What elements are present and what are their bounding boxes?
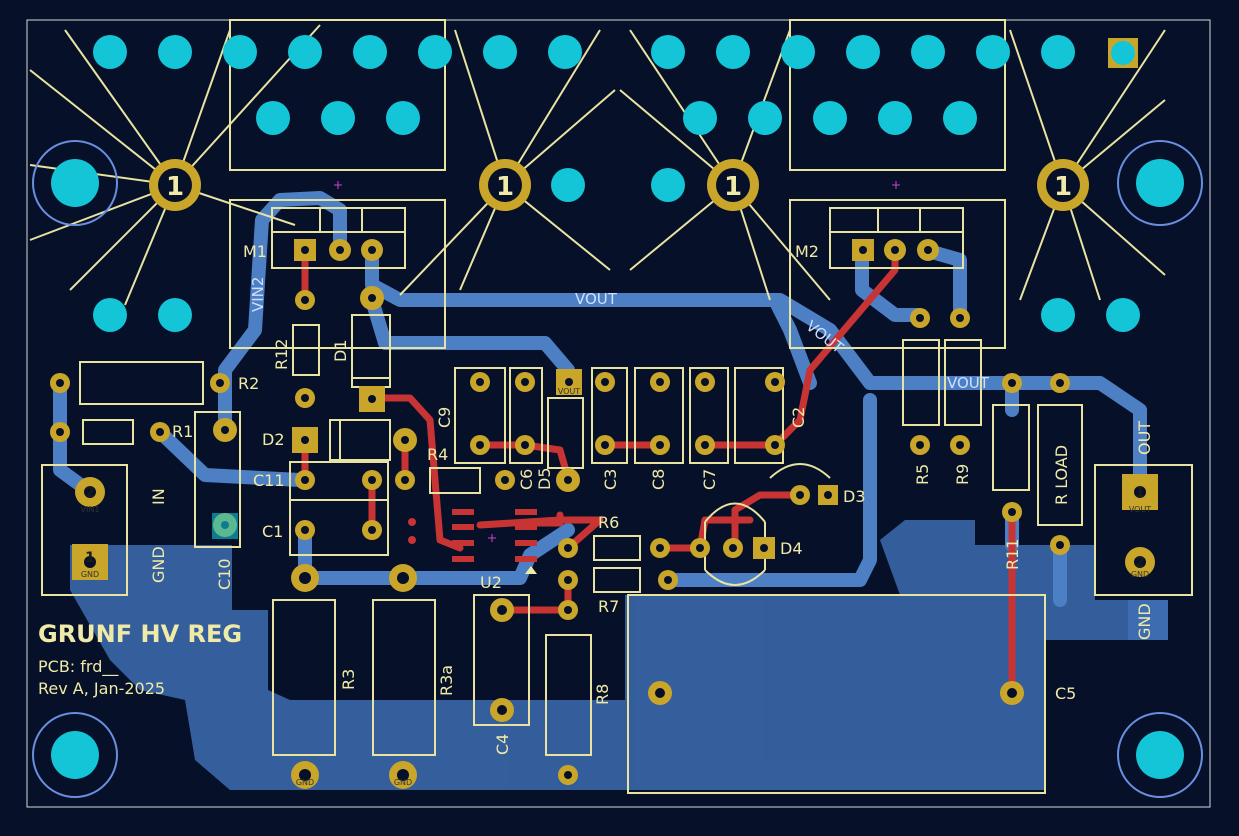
ref-c7: C7 xyxy=(700,469,719,490)
net-label-vin2: VIN2 xyxy=(249,277,267,312)
board-revision: Rev A, Jan-2025 xyxy=(38,679,165,698)
heatsink-pin-label: 1 xyxy=(166,172,184,202)
ref-d2: D2 xyxy=(262,430,285,449)
connector-in-gnd-label: GND xyxy=(149,546,168,583)
pad-net-label: VOUT xyxy=(558,387,580,396)
connector-in-label: IN xyxy=(149,488,168,505)
ref-c3: C3 xyxy=(601,469,620,490)
heatsink-pin-label: 1 xyxy=(1054,172,1072,202)
ref-r8: R8 xyxy=(593,684,612,705)
heatsink-pin-pads xyxy=(149,159,1089,211)
connector-pin-number: 1 xyxy=(1135,485,1145,501)
ref-d4: D4 xyxy=(780,539,803,558)
ref-r3a: R3a xyxy=(437,665,456,696)
ref-d1: D1 xyxy=(331,340,350,363)
ref-r11: R11 xyxy=(1003,539,1022,570)
ref-r1: R1 xyxy=(172,422,193,441)
connector-pin-number: 2 xyxy=(1135,555,1145,571)
ground-pour xyxy=(70,520,1168,790)
connector-out-label: OUT xyxy=(1135,421,1154,455)
net-label-vout: VOUT xyxy=(947,374,990,392)
ref-c10: C10 xyxy=(215,558,234,590)
board-title: GRUNF HV REG xyxy=(38,620,242,648)
ref-c8: C8 xyxy=(649,469,668,490)
ref-rload: R LOAD xyxy=(1052,445,1071,505)
ref-d3: D3 xyxy=(843,487,866,506)
board-credit: PCB: frd__ xyxy=(38,657,119,677)
ref-c9: C9 xyxy=(435,407,454,428)
u2-fiducial xyxy=(408,536,416,544)
connector-pin-number: 1 xyxy=(85,550,95,566)
via-pad-top-right xyxy=(1108,38,1138,68)
heatsink-pin-label: 1 xyxy=(724,172,742,202)
net-label-vout: VOUT xyxy=(575,290,618,308)
component-outlines xyxy=(41,207,1193,794)
pad-net-label: VIN1 xyxy=(81,505,100,514)
connector-pin-number: 2 xyxy=(85,485,95,501)
mounting-holes xyxy=(32,140,1203,798)
ref-r9: R9 xyxy=(953,464,972,485)
bottom-copper-bar xyxy=(1128,600,1168,640)
ref-c2: C2 xyxy=(789,407,808,428)
ref-c5: C5 xyxy=(1055,684,1076,703)
ref-r2: R2 xyxy=(238,374,259,393)
pad-net-label: VOUT xyxy=(1129,505,1151,514)
ref-c4: C4 xyxy=(493,734,512,755)
ref-c6: C6 xyxy=(517,469,536,490)
round-pads xyxy=(50,239,1155,789)
ref-d5: D5 xyxy=(535,468,554,491)
ref-r3: R3 xyxy=(339,669,358,690)
ref-m2: M2 xyxy=(795,242,819,261)
heatsink-vias xyxy=(93,35,1140,332)
u2-fiducial xyxy=(408,518,416,526)
ref-r12: R12 xyxy=(272,339,291,370)
ref-u2: U2 xyxy=(480,573,502,592)
u2-pin1-marker xyxy=(525,566,537,574)
ref-r5: R5 xyxy=(913,464,932,485)
ref-c1: C1 xyxy=(262,522,283,541)
u2-pads xyxy=(452,509,537,562)
pad-net-label: GND xyxy=(394,778,412,787)
ref-c11: C11 xyxy=(253,471,285,490)
heatsink-pin-label: 1 xyxy=(496,172,514,202)
pad-net-label: GND xyxy=(1131,570,1149,579)
ref-r7: R7 xyxy=(598,597,619,616)
ref-r6: R6 xyxy=(598,513,619,532)
connector-out-gnd-label: GND xyxy=(1135,603,1154,640)
origin-markers xyxy=(334,181,900,542)
ref-m1: M1 xyxy=(243,242,267,261)
pad-net-label: GND xyxy=(296,778,314,787)
pad-net-label: GND xyxy=(81,570,99,579)
square-pads xyxy=(72,239,1158,580)
ref-r4: R4 xyxy=(427,445,448,464)
